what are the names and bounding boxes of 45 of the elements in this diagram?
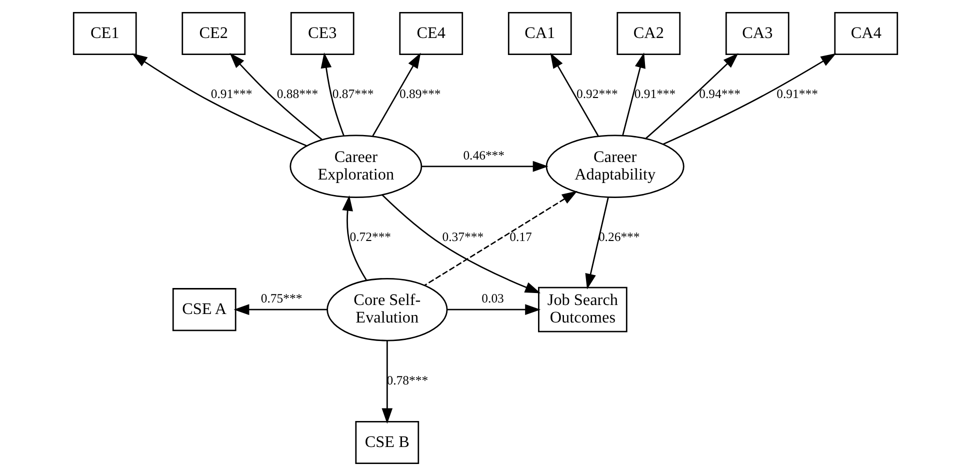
arrow xyxy=(645,53,738,139)
edge-label: 0.72*** xyxy=(349,230,391,244)
node-box: CA4 xyxy=(834,12,898,56)
edge-label: 0.03 xyxy=(481,291,504,306)
edge-label: 0.89*** xyxy=(398,87,440,102)
node-ellipse: Career Adaptability xyxy=(545,134,684,198)
edge-label: 0.94*** xyxy=(698,87,740,102)
arrow xyxy=(662,53,836,145)
edge-label: 0.46*** xyxy=(462,148,504,162)
arrow xyxy=(342,195,366,281)
edge-label: 0.91*** xyxy=(634,87,676,102)
arrow xyxy=(424,190,577,286)
edge-label: 0.75*** xyxy=(260,291,302,306)
arrow xyxy=(584,197,608,290)
node-box: Job Search Outcomes xyxy=(538,286,627,332)
arrow xyxy=(550,52,598,136)
node-box: CA3 xyxy=(724,12,789,56)
arrow xyxy=(381,340,392,424)
node-box: CE3 xyxy=(290,12,354,56)
node-box: CA2 xyxy=(616,12,680,56)
edge-label: 0.17 xyxy=(509,230,532,244)
edge-label: 0.87*** xyxy=(332,87,374,102)
node-box: CE4 xyxy=(398,12,463,56)
node-ellipse: Career Exploration xyxy=(289,134,422,198)
node-box: CA1 xyxy=(507,12,572,56)
edge-label: 0.37*** xyxy=(442,230,484,244)
arrow xyxy=(131,53,306,146)
node-box: CE1 xyxy=(72,12,136,56)
node-box: CSE A xyxy=(172,288,236,332)
arrow xyxy=(622,52,645,136)
arrow xyxy=(381,194,540,294)
edge-label: 0.92*** xyxy=(576,87,618,102)
edge-label: 0.91*** xyxy=(776,87,818,102)
node-box: CE2 xyxy=(181,12,246,56)
arrow xyxy=(320,52,344,136)
edge-label: 0.91*** xyxy=(210,87,252,102)
edge-label: 0.26*** xyxy=(598,230,640,244)
node-ellipse: Core Self- Evalution xyxy=(326,278,448,342)
edge-label: 0.88*** xyxy=(276,87,318,102)
arrow xyxy=(421,160,548,172)
arrow xyxy=(229,52,322,140)
node-box: CSE B xyxy=(354,420,419,464)
arrow xyxy=(233,304,327,316)
arrow xyxy=(372,52,420,136)
arrow xyxy=(446,304,540,316)
